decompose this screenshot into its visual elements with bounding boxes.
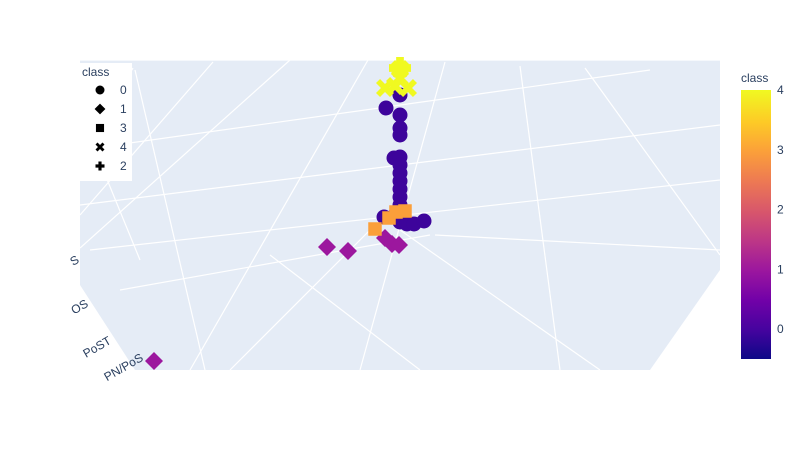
marker-class-0 <box>416 213 432 229</box>
colorbar-tick-label: 0 <box>777 322 784 336</box>
legend-label: 4 <box>120 140 127 154</box>
legend-symbol-diamond-icon <box>94 103 106 115</box>
marker-class-3 <box>382 211 396 225</box>
colorbar-tick-label: 1 <box>777 262 784 276</box>
marker-class-0 <box>392 127 408 143</box>
legend-label: 1 <box>120 102 127 116</box>
legend-label: 2 <box>120 159 127 173</box>
legend-item[interactable]: 3 <box>95 121 127 135</box>
legend-item[interactable]: 2 <box>95 159 128 173</box>
legend-symbol-circle-icon <box>95 85 105 95</box>
colorbar-tick-label: 4 <box>777 83 784 97</box>
legend-background <box>80 63 132 181</box>
legend-symbol-x-icon <box>95 142 105 152</box>
legend-item[interactable]: 0 <box>95 83 128 97</box>
data-markers <box>145 57 432 370</box>
marker-class-1 <box>339 242 357 260</box>
marker-class-0 <box>392 107 408 123</box>
legend-label: 0 <box>120 83 127 97</box>
marker-class-3 <box>368 222 382 236</box>
colorbar: class 0 1 2 3 4 <box>741 71 784 359</box>
marker-class-4 <box>386 77 404 95</box>
legend-item[interactable]: 1 <box>94 102 127 116</box>
marker-class-4 <box>399 79 417 97</box>
colorbar-tick-label: 2 <box>777 203 784 217</box>
colorbar-title: class <box>741 71 768 85</box>
axis-tick-label: OS <box>68 296 90 317</box>
colorbar-gradient <box>741 90 771 359</box>
axis-tick-label: PoST <box>81 333 115 360</box>
legend-label: 3 <box>120 121 127 135</box>
legend-item[interactable]: 4 <box>95 140 128 154</box>
legend-symbol-cross-icon <box>95 161 105 171</box>
axis-tick-label: S <box>68 252 82 268</box>
marker-class-2 <box>389 57 411 79</box>
marker-class-1 <box>145 352 163 370</box>
marker-class-1 <box>318 238 336 256</box>
marker-class-1 <box>390 236 408 254</box>
legend: class 0 1 3 4 2 <box>80 63 132 181</box>
legend-symbol-square-icon <box>95 123 105 133</box>
legend-title: class <box>82 65 109 79</box>
marker-class-0 <box>378 100 394 116</box>
colorbar-tick-label: 3 <box>777 143 784 157</box>
